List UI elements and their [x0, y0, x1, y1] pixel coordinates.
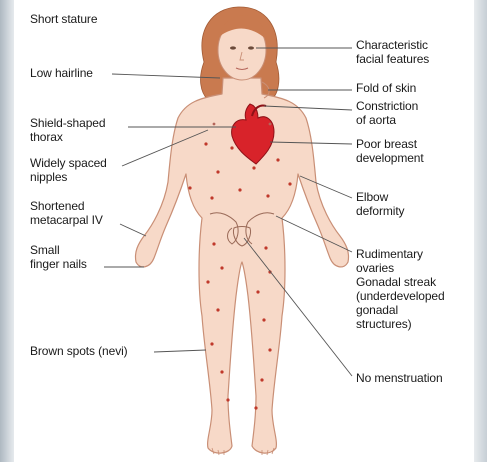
left-nipple [213, 123, 216, 126]
left-eye [230, 46, 236, 49]
right-eye [248, 46, 254, 49]
label-constriction-aorta: Constriction of aorta [356, 99, 418, 127]
label-elbow-deformity: Elbow deformity [356, 190, 404, 218]
right-nipple [269, 123, 272, 126]
label-rudimentary-ovaries: Rudimentary ovaries Gonadal streak (unde… [356, 247, 445, 331]
leader-metacarpal [120, 224, 146, 236]
label-small-finger-nails: Small finger nails [30, 243, 87, 271]
label-poor-breast: Poor breast development [356, 137, 424, 165]
leader-brown-spots [154, 350, 206, 352]
label-short-stature: Short stature [30, 12, 97, 26]
label-low-hairline: Low hairline [30, 66, 93, 80]
label-brown-spots: Brown spots (nevi) [30, 344, 128, 358]
label-facial-features: Characteristic facial features [356, 38, 429, 66]
label-fold-of-skin: Fold of skin [356, 81, 416, 95]
label-widely-spaced-nipples: Widely spaced nipples [30, 156, 107, 184]
label-shield-thorax: Shield-shaped thorax [30, 116, 105, 144]
leader-ovaries [276, 216, 352, 252]
label-shortened-metacarpal: Shortened metacarpal IV [30, 199, 103, 227]
label-no-menstruation: No menstruation [356, 371, 443, 385]
